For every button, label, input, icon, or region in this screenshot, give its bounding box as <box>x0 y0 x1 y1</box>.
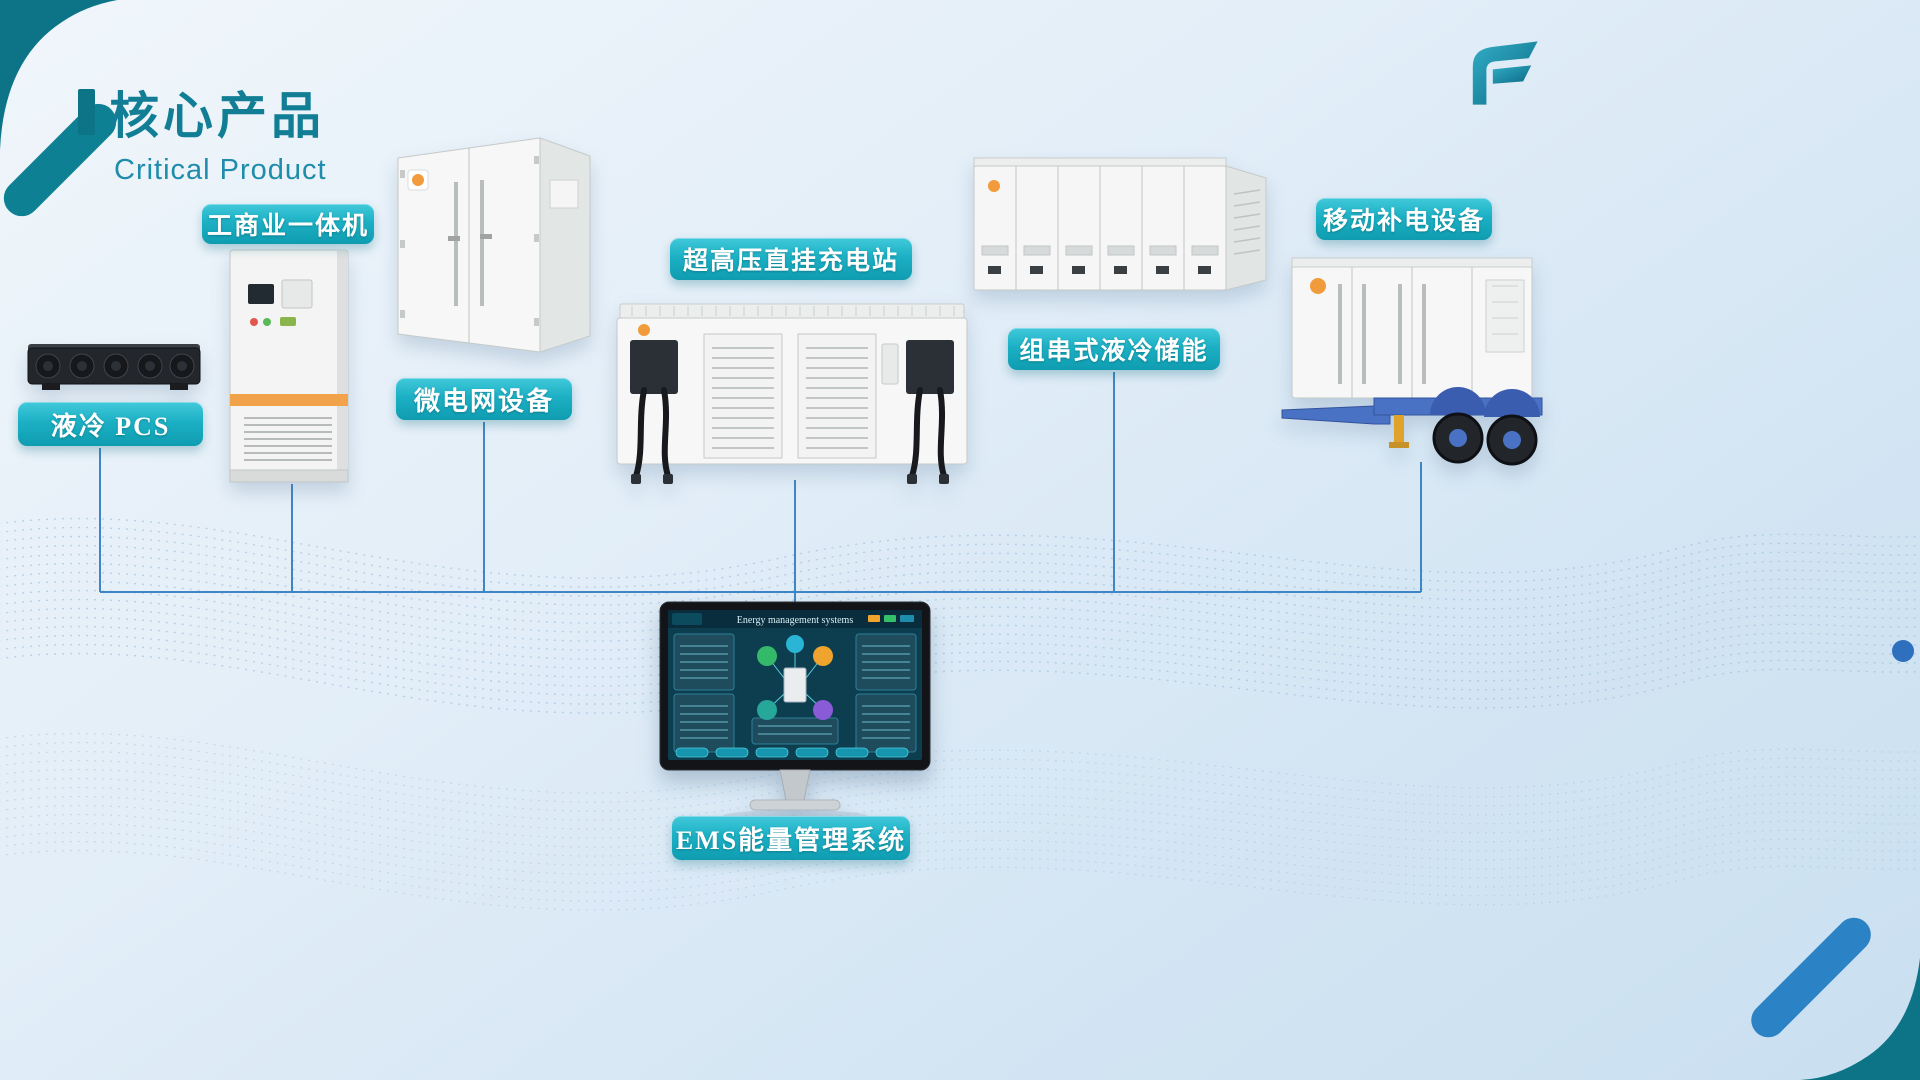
product-label-liquid-cooled-pcs: 液冷 PCS <box>18 402 203 446</box>
ems-monitor-image: Energy management systems <box>652 598 938 838</box>
page-subtitle: Critical Product <box>114 154 327 186</box>
edge-dot-decoration <box>1892 640 1914 662</box>
product-label-uhv-charging: 超高压直挂充电站 <box>670 238 912 280</box>
ci-all-in-one-image <box>220 244 365 497</box>
page-title: 核心产品 <box>109 88 325 144</box>
page-title-block: 核心产品 Critical Product <box>78 76 327 187</box>
uhv-charging-station-image <box>612 292 977 497</box>
corner-decoration-bottom-right <box>1751 917 1920 1080</box>
microgrid-equipment-image <box>388 124 600 377</box>
product-label-ems: EMS能量管理系统 <box>672 816 910 860</box>
product-label-mobile-power: 移动补电设备 <box>1316 198 1492 240</box>
company-logo-icon <box>1472 41 1538 105</box>
ems-screen-title: Energy management systems <box>737 615 854 626</box>
title-accent-bar <box>78 89 95 135</box>
string-liquid-storage-image <box>968 148 1273 318</box>
mobile-power-supply-image <box>1278 244 1570 479</box>
product-label-ci-all-in-one: 工商业一体机 <box>202 204 374 244</box>
product-label-microgrid: 微电网设备 <box>396 378 572 420</box>
product-label-string-storage: 组串式液冷储能 <box>1008 328 1220 370</box>
liquid-cooled-pcs-image <box>22 328 207 405</box>
